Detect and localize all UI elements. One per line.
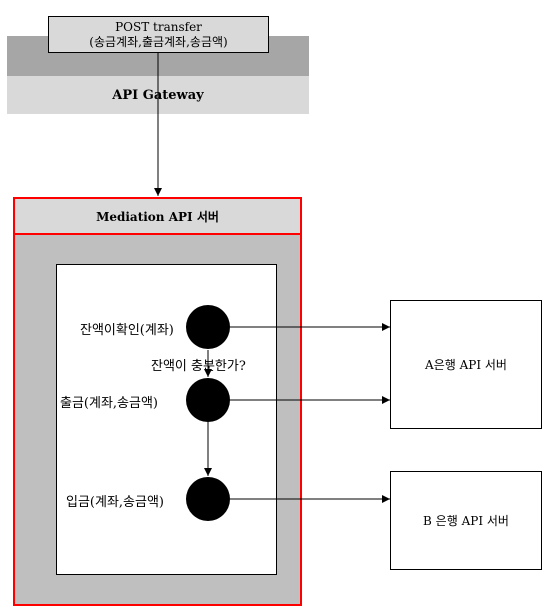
label-balance-check: 잔액이확인(계좌) bbox=[80, 323, 174, 338]
node-withdraw bbox=[186, 378, 230, 422]
label-withdraw: 출금(계좌,송금액) bbox=[60, 396, 158, 411]
post-transfer-box: POST transfer (송금계좌,출금계좌,송금액) bbox=[48, 16, 269, 53]
label-sufficient-question: 잔액이 충분한가? bbox=[151, 359, 246, 374]
mediation-label: Mediation API 서버 bbox=[96, 209, 219, 224]
node-balance-check bbox=[186, 305, 230, 349]
process-panel bbox=[56, 264, 277, 575]
bank-a-label: A은행 API 서버 bbox=[425, 358, 507, 372]
label-deposit: 입금(계좌,송금액) bbox=[66, 495, 164, 510]
post-transfer-title: POST transfer bbox=[115, 19, 202, 34]
bank-a-server: A은행 API 서버 bbox=[390, 300, 542, 429]
bank-b-label: B 은행 API 서버 bbox=[423, 514, 509, 528]
bank-b-server: B 은행 API 서버 bbox=[390, 471, 542, 570]
mediation-header: Mediation API 서버 bbox=[13, 197, 302, 235]
post-transfer-params: (송금계좌,출금계좌,송금액) bbox=[89, 34, 228, 49]
node-deposit bbox=[186, 477, 230, 521]
